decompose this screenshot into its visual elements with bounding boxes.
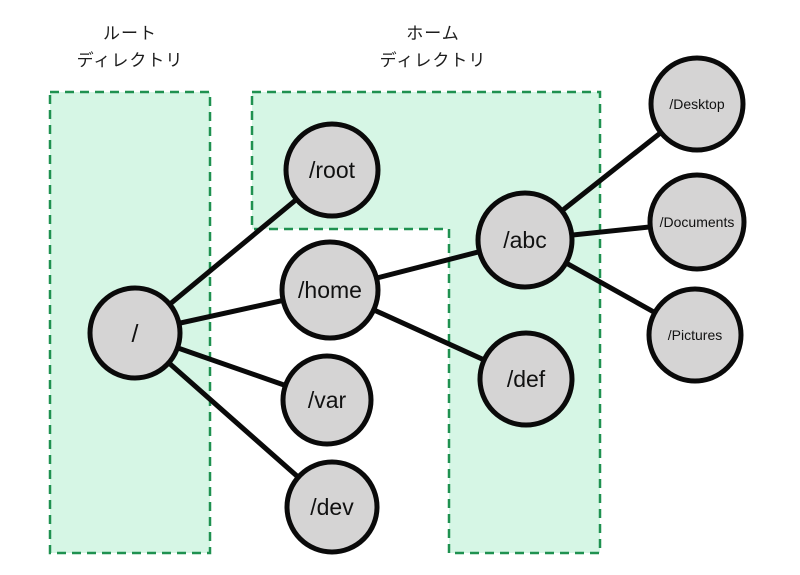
node-dev: /dev bbox=[284, 459, 380, 555]
node-documents-circle bbox=[647, 172, 747, 272]
node-abc-circle bbox=[475, 190, 575, 290]
node-home: /home bbox=[279, 239, 381, 341]
node-pictures-label: /Pictures bbox=[668, 327, 722, 343]
node-var: /var bbox=[280, 353, 374, 447]
node-abc: /abc bbox=[475, 190, 575, 290]
node-var-circle bbox=[280, 353, 374, 447]
node-def-circle bbox=[477, 330, 575, 428]
node-root-slash: / bbox=[87, 285, 183, 381]
node-var-label: /var bbox=[308, 387, 347, 413]
node-desktop: /Desktop bbox=[648, 55, 746, 153]
node-abc-label: /abc bbox=[503, 227, 546, 253]
node-root-slash-circle bbox=[87, 285, 183, 381]
node-home-label: /home bbox=[298, 277, 362, 303]
root-directory-label-line1: ルート bbox=[103, 24, 157, 43]
node-desktop-circle bbox=[648, 55, 746, 153]
node-home-circle bbox=[279, 239, 381, 341]
node-dev-label: /dev bbox=[310, 494, 354, 520]
node-root-circle bbox=[283, 121, 381, 219]
node-root: /root bbox=[283, 121, 381, 219]
home-directory-label: ホーム ディレクトリ bbox=[343, 20, 523, 74]
home-directory-label-line2: ディレクトリ bbox=[379, 51, 487, 70]
root-directory-label-line2: ディレクトリ bbox=[76, 51, 184, 70]
node-root-slash-label: / bbox=[132, 320, 139, 348]
node-def-label: /def bbox=[507, 366, 546, 392]
node-def: /def bbox=[477, 330, 575, 428]
root-directory-label: ルート ディレクトリ bbox=[40, 20, 220, 74]
node-desktop-label: /Desktop bbox=[669, 96, 724, 112]
node-dev-circle bbox=[284, 459, 380, 555]
node-pictures-circle bbox=[646, 286, 744, 384]
home-directory-label-line1: ホーム bbox=[406, 24, 460, 43]
node-pictures: /Pictures bbox=[646, 286, 744, 384]
node-documents-label: /Documents bbox=[660, 214, 735, 230]
node-documents: /Documents bbox=[647, 172, 747, 272]
node-root-label: /root bbox=[309, 157, 356, 183]
